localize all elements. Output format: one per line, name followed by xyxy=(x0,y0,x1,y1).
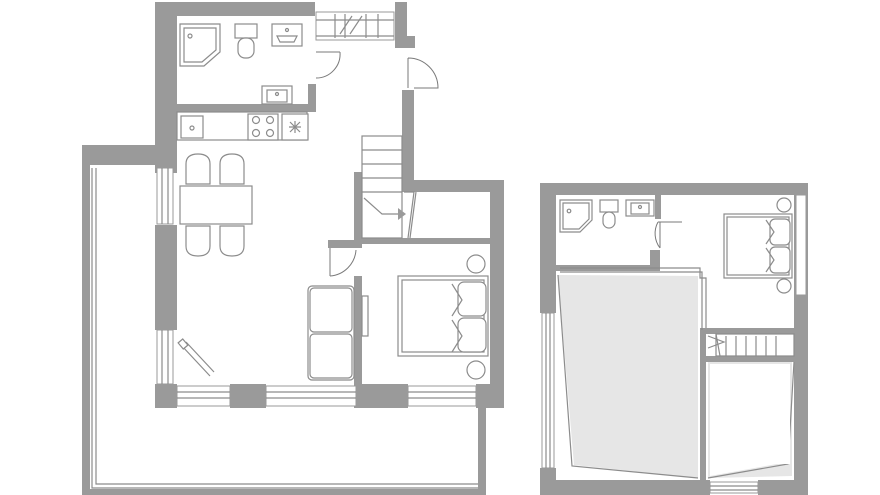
upper-doors xyxy=(654,221,682,249)
washbasin-icon xyxy=(261,85,293,105)
hob-icon xyxy=(247,113,279,141)
upper-staircase xyxy=(707,333,795,357)
double-bed-icon xyxy=(397,275,489,357)
bathtub-sink-icon xyxy=(271,23,303,47)
kitchen-sink-icon xyxy=(180,115,204,139)
lower-staircase xyxy=(361,135,417,239)
nightstand-icon xyxy=(776,197,792,294)
dining-set xyxy=(179,153,253,257)
sofa-icon xyxy=(307,285,355,381)
tv-icon xyxy=(361,295,369,337)
shower-icon xyxy=(179,23,221,67)
lower-floor-plan xyxy=(82,2,504,495)
double-bed-icon xyxy=(723,213,793,279)
washbasin-icon xyxy=(625,199,655,217)
shower-icon xyxy=(559,199,593,233)
lower-interior-walls xyxy=(175,84,492,408)
kitchen xyxy=(176,111,309,141)
lamp-icon xyxy=(177,338,215,377)
lower-doors xyxy=(315,51,439,277)
upper-floor-plan xyxy=(540,183,808,495)
toilet-icon xyxy=(599,199,619,229)
terrace xyxy=(82,145,486,495)
lower-exterior-walls xyxy=(155,2,504,408)
nightstand-icon xyxy=(466,254,486,380)
upper-railings xyxy=(560,267,707,330)
oven-icon xyxy=(281,113,309,141)
void-over-living xyxy=(557,274,699,479)
lower-bedroom xyxy=(397,254,489,380)
toilet-icon xyxy=(234,23,258,59)
upper-bathroom xyxy=(559,199,655,233)
void-over-bedroom xyxy=(707,361,795,479)
living-area xyxy=(177,285,369,381)
lower-windows xyxy=(156,11,477,407)
lower-bathroom xyxy=(179,23,303,105)
chair-icon xyxy=(185,153,245,257)
upper-windows xyxy=(541,194,807,494)
upper-bedroom xyxy=(723,197,793,294)
